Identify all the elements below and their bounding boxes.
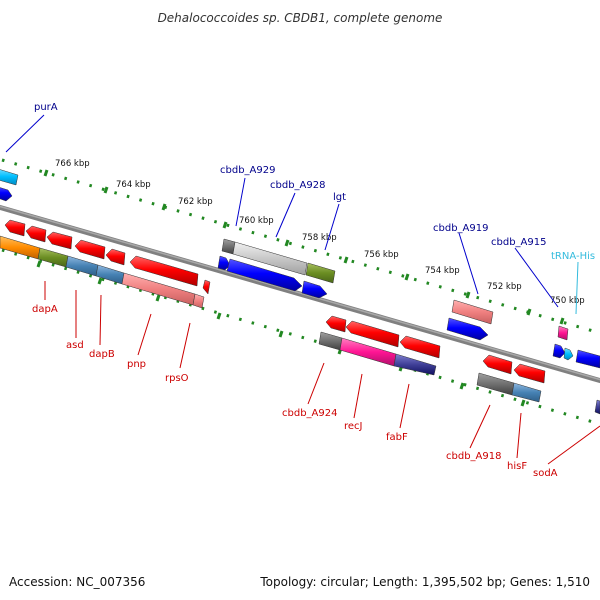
gene-lgt[interactable] — [305, 262, 336, 284]
gene-pnp-arrow-1[interactable] — [74, 239, 106, 260]
gene-recJ-arrow[interactable] — [345, 320, 400, 348]
label-hisF: hisF — [507, 461, 527, 472]
kbp-label: 766 kbp — [55, 159, 90, 169]
forward-leaders — [5, 114, 559, 308]
gene-trna-cyan[interactable] — [563, 347, 574, 361]
genome-backbone — [0, 204, 600, 384]
forward-genes — [0, 168, 600, 369]
gene-dapA[interactable] — [0, 235, 41, 260]
gene-hisF-arrow[interactable] — [513, 363, 546, 384]
label-recJ: recJ — [344, 421, 363, 432]
gene-cbdb_A924[interactable] — [318, 331, 343, 351]
forward-scale-dots — [5, 165, 598, 468]
gene-fabF[interactable] — [393, 353, 437, 376]
kbp-label: 754 kbp — [425, 266, 460, 276]
kbp-label: 760 kbp — [239, 216, 274, 226]
gene-cbdb_A919[interactable] — [451, 299, 494, 325]
label-dapB: dapB — [89, 349, 115, 360]
reverse-scale-line — [1, 248, 600, 426]
label-cbdb_A915: cbdb_A915 — [491, 237, 546, 248]
gene-pnp-arrow-2[interactable] — [105, 248, 126, 266]
gene-pnp-main[interactable] — [129, 255, 199, 287]
label-cbdb_A924: cbdb_A924 — [282, 408, 337, 419]
gene-cbdb_A915[interactable] — [552, 343, 566, 359]
label-pnp: pnp — [127, 359, 146, 370]
label-tRNA-His: tRNA-His — [551, 251, 595, 262]
kbp-label: 750 kbp — [550, 296, 585, 306]
gene-dapB[interactable] — [65, 255, 99, 277]
label-cbdb_A918: cbdb_A918 — [446, 451, 501, 462]
gene-fabF-arrow[interactable] — [399, 335, 441, 359]
major-ticks — [43, 169, 565, 325]
reverse-gene-labels: dapA asd dapB pnp rpsO cbdb_A924 recJ fa… — [32, 304, 558, 479]
gene-fwd-blue-1[interactable] — [217, 255, 231, 271]
kbp-label: 756 kbp — [364, 250, 399, 260]
gene-cbdb_A918[interactable] — [476, 372, 515, 396]
label-cbdb_A929: cbdb_A929 — [220, 165, 275, 176]
genome-backbone-highlight — [0, 205, 600, 381]
label-cbdb_A928: cbdb_A928 — [270, 180, 325, 191]
reverse-leaders — [44, 281, 600, 465]
label-asd: asd — [66, 340, 84, 351]
gene-cbdb_A924-arrow[interactable] — [325, 315, 347, 333]
label-dapA: dapA — [32, 304, 58, 315]
gene-purA[interactable] — [0, 168, 19, 186]
gene-fwd-blue-2[interactable] — [226, 258, 303, 292]
label-purA: purA — [34, 102, 58, 113]
trna-leader — [575, 261, 579, 315]
gene-hisF[interactable] — [511, 382, 542, 403]
label-fabF: fabF — [386, 432, 408, 443]
forward-gene-labels: purA cbdb_A929 cbdb_A928 lgt cbdb_A919 c… — [34, 102, 546, 248]
kbp-labels: 766 kbp 764 kbp 762 kbp 760 kbp 758 kbp … — [55, 159, 585, 306]
label-rpsO: rpsO — [165, 373, 189, 384]
gene-tRNA-His[interactable] — [557, 325, 569, 341]
label-cbdb_A919: cbdb_A919 — [433, 223, 488, 234]
accession-text: Accession: NC_007356 — [9, 575, 145, 589]
gene-dapB-arrow[interactable] — [46, 231, 73, 250]
kbp-label: 762 kbp — [178, 197, 213, 207]
gene-cbdb_A929[interactable] — [221, 238, 236, 255]
label-lgt: lgt — [333, 192, 346, 203]
kbp-label: 764 kbp — [116, 180, 151, 190]
kbp-label: 758 kbp — [302, 233, 337, 243]
gene-cbdb_A918-arrow[interactable] — [482, 354, 513, 375]
gene-rpsO-arrow[interactable] — [202, 279, 211, 295]
genome-title: Dehalococcoides sp. CBDB1, complete geno… — [158, 11, 443, 25]
gene-rpsO[interactable] — [192, 293, 205, 309]
gene-asd-arrow[interactable] — [25, 225, 47, 243]
gene-dapA-arrow[interactable] — [4, 219, 26, 237]
gene-fwd-left[interactable] — [0, 186, 13, 202]
gene-cbdb_A928-gray[interactable] — [232, 241, 308, 276]
label-sodA: sodA — [533, 468, 558, 479]
gene-sodA[interactable] — [594, 399, 600, 415]
genome-summary: Topology: circular; Length: 1,395,502 bp… — [259, 575, 590, 589]
gene-fwd-blue-5[interactable] — [575, 349, 600, 369]
gene-fwd-blue-4[interactable] — [446, 317, 489, 341]
kbp-label: 752 kbp — [487, 282, 522, 292]
gene-fwd-blue-3[interactable] — [301, 280, 328, 299]
reverse-genes — [0, 219, 600, 415]
